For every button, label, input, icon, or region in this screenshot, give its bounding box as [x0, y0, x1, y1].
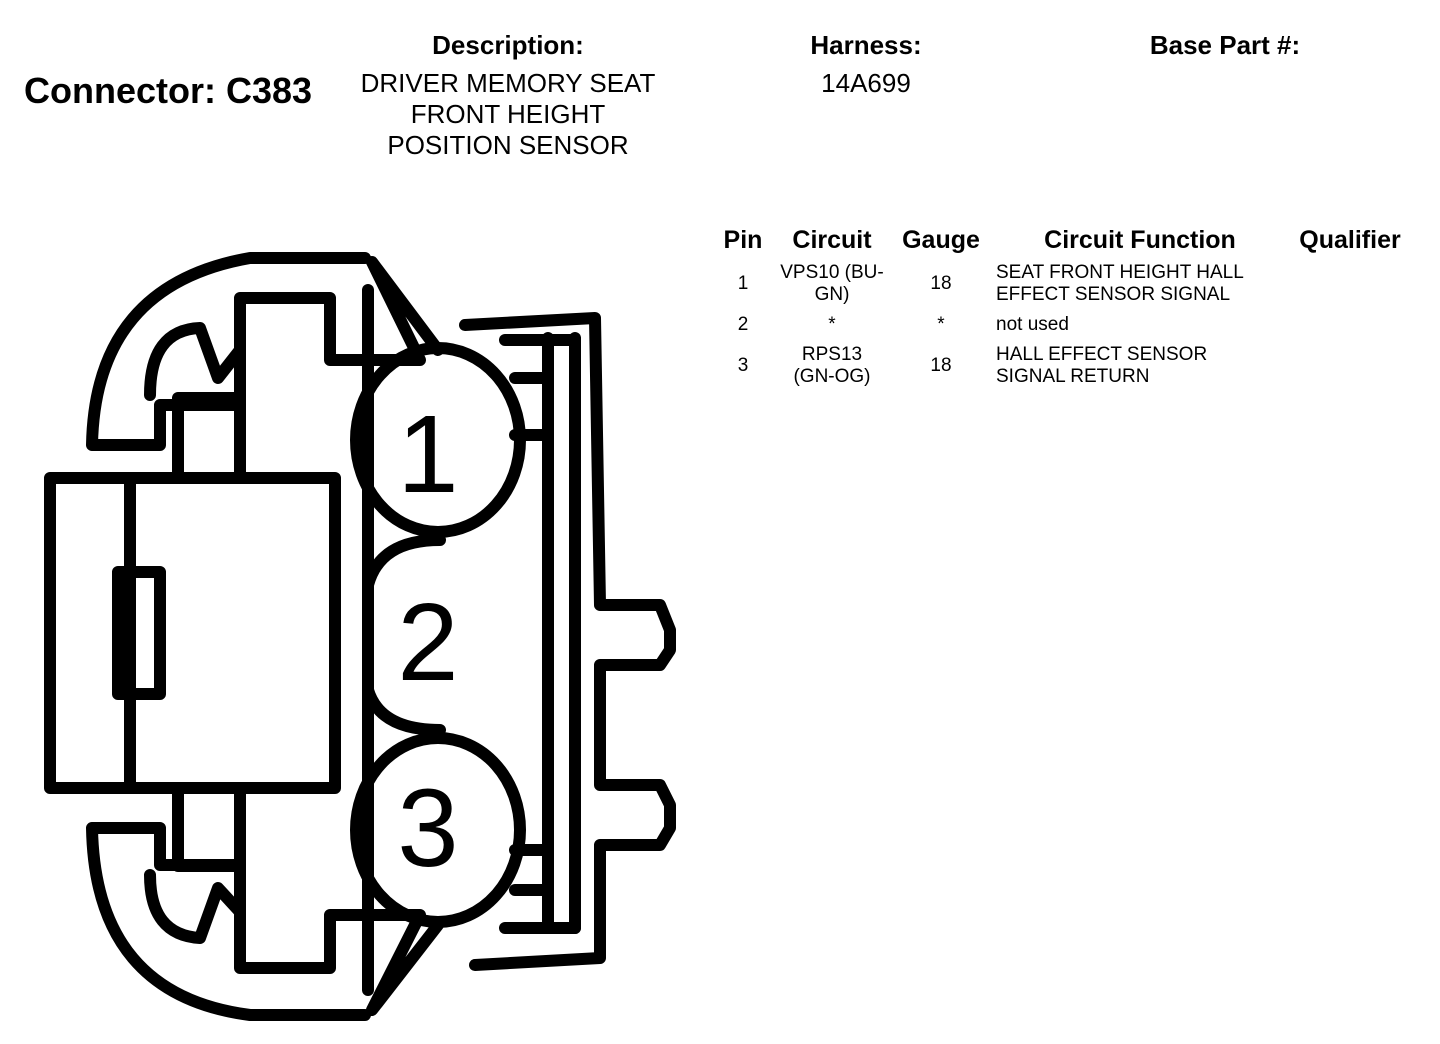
- pin-number: 2: [737, 314, 749, 335]
- connector-shell-outline: [86, 252, 444, 451]
- function-line: HALL EFFECT SENSOR: [996, 344, 1208, 365]
- qualifier-cell: [1290, 313, 1410, 343]
- pin-3-label: 3: [397, 767, 458, 890]
- col-header-circuit: Circuit: [792, 226, 872, 254]
- right-housing: [459, 312, 676, 971]
- locking-slot: [112, 566, 166, 700]
- pin-2-label: 2: [397, 581, 458, 704]
- pin-number: 3: [737, 355, 749, 376]
- table-row: 2 * * not used: [714, 313, 1410, 343]
- pin-3-cavity: [350, 732, 526, 928]
- gauge-cell: 18: [930, 273, 952, 294]
- upper-hook: [144, 322, 246, 401]
- qualifier-cell: [1290, 343, 1410, 395]
- pin-2-cavity: [362, 534, 446, 736]
- description-header: Description:: [432, 30, 584, 60]
- circuit-cell: RPS13(GN-OG): [772, 343, 892, 395]
- function-cell: not used: [990, 313, 1290, 343]
- function-line: SIGNAL RETURN: [996, 366, 1150, 387]
- description-value: DRIVER MEMORY SEAT FRONT HEIGHT POSITION…: [348, 68, 668, 161]
- circuit-line: (GN-OG): [793, 366, 871, 387]
- pin-table: Pin Circuit Gauge Circuit Function Quali…: [714, 226, 1410, 395]
- description-line: DRIVER MEMORY SEAT: [360, 68, 656, 98]
- gauge-cell: 18: [930, 355, 952, 376]
- pin-1-label: 1: [397, 393, 458, 516]
- lower-hook: [144, 869, 246, 944]
- qualifier-cell: [1290, 261, 1410, 313]
- pin-number: 1: [737, 273, 749, 294]
- connector-title: Connector: C383: [24, 70, 313, 111]
- function-line: not used: [996, 314, 1069, 335]
- connector-face-diagram: 1 2 3: [44, 252, 676, 1021]
- col-header-pin: Pin: [723, 226, 763, 254]
- function-line: SEAT FRONT HEIGHT HALL: [996, 262, 1244, 283]
- col-header-gauge: Gauge: [902, 226, 980, 254]
- col-header-qualifier: Qualifier: [1299, 226, 1401, 254]
- circuit-cell: VPS10 (BU-GN): [772, 261, 892, 313]
- table-row: 1 VPS10 (BU-GN) 18 SEAT FRONT HEIGHT HAL…: [714, 261, 1410, 313]
- base-part-header: Base Part #:: [1149, 30, 1301, 60]
- harness-value: 14A699: [821, 68, 911, 98]
- circuit-cell: *: [772, 313, 892, 343]
- circuit-line: RPS13: [801, 344, 863, 365]
- col-header-function: Circuit Function: [1044, 226, 1236, 254]
- connector-shell-outline-bottom: [86, 822, 444, 1021]
- circuit-line: GN): [814, 284, 850, 305]
- pin-table-header-row: Pin Circuit Gauge Circuit Function Quali…: [714, 226, 1410, 261]
- pin-1-cavity: [350, 342, 526, 538]
- function-line: EFFECT SENSOR SIGNAL: [996, 284, 1231, 305]
- harness-header: Harness:: [810, 30, 922, 60]
- description-line: POSITION SENSOR: [387, 130, 629, 160]
- circuit-line: VPS10 (BU-: [780, 262, 884, 283]
- connector-body: [44, 472, 341, 794]
- circuit-line: *: [828, 314, 836, 335]
- description-line: FRONT HEIGHT: [410, 99, 606, 129]
- gauge-cell: *: [937, 314, 945, 335]
